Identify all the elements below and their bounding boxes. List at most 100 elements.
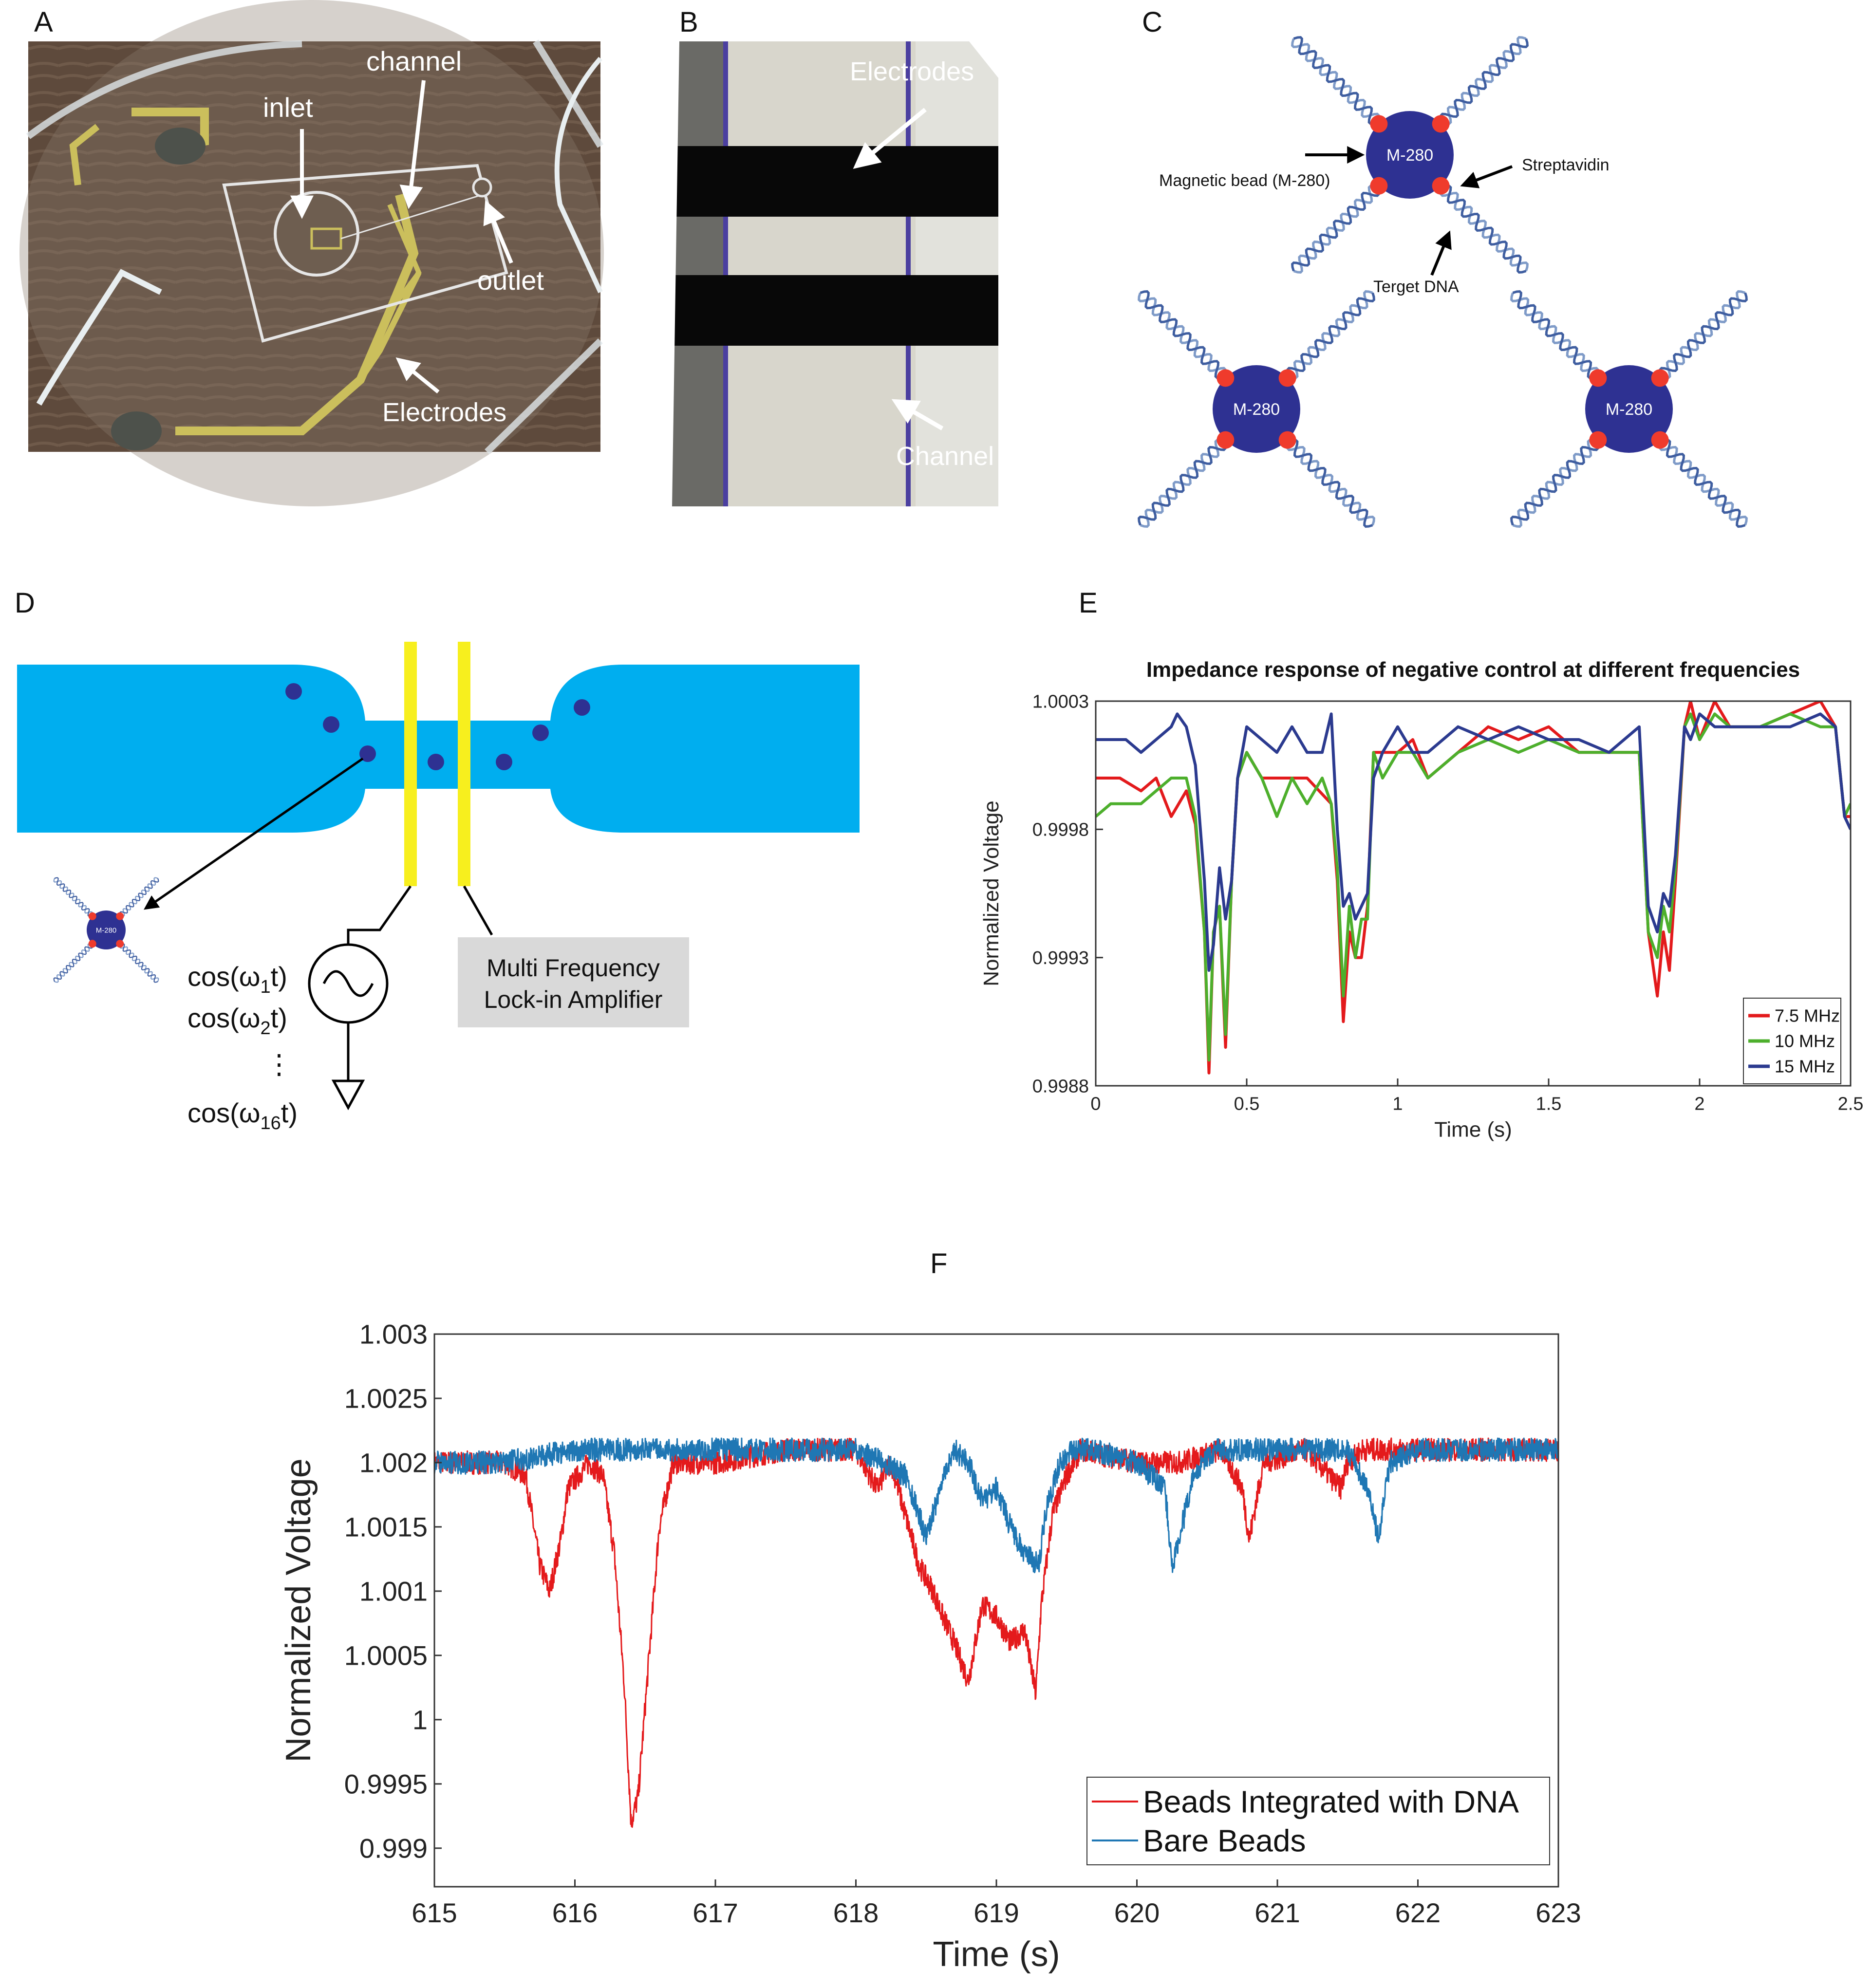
streptavidin-dot xyxy=(1589,369,1607,387)
signal-line-2: cos(ω2t) xyxy=(187,1003,287,1039)
dna-strand xyxy=(53,944,93,982)
streptavidin-dot xyxy=(1370,115,1388,133)
streptavidin-dot xyxy=(1432,177,1450,195)
y-tick-label: 0.9988 xyxy=(1032,1076,1089,1096)
signal-ellipsis: ⋮ xyxy=(265,1049,293,1079)
ac-source-icon xyxy=(308,943,389,1081)
magnetic-bead xyxy=(1585,365,1673,453)
bead-label: M-280 xyxy=(1386,146,1433,165)
panel-b: B Electrodes Channel xyxy=(672,6,998,506)
dna-strand xyxy=(1138,441,1227,526)
series-1 xyxy=(1096,712,1851,1062)
y-tick-label: 1.0015 xyxy=(344,1512,428,1542)
series-0 xyxy=(434,1437,1558,1828)
lock-in-amplifier-box: Multi Frequency Lock-in Amplifier xyxy=(458,937,689,1027)
panel-a: A inlet chan xyxy=(19,0,604,506)
panel-a-letter: A xyxy=(34,6,53,38)
x-tick-label: 615 xyxy=(412,1897,457,1928)
magnetic-bead xyxy=(87,910,126,949)
x-axis-label: Time (s) xyxy=(933,1935,1060,1974)
series-line xyxy=(434,1437,1558,1574)
series-0 xyxy=(1096,701,1851,1075)
target-dna-label: Terget DNA xyxy=(1373,278,1459,296)
x-tick-label: 617 xyxy=(693,1897,738,1928)
panel-e-letter: E xyxy=(1079,587,1098,619)
chart-title: Impedance response of negative control a… xyxy=(1146,658,1800,682)
x-tick-label: 0.5 xyxy=(1234,1094,1260,1114)
x-tick-label: 618 xyxy=(833,1897,879,1928)
chart-e: Impedance response of negative control a… xyxy=(979,658,1863,1141)
streptavidin-dot xyxy=(1278,431,1296,449)
series-line xyxy=(1096,701,1851,1075)
panel-c-letter: C xyxy=(1142,6,1162,38)
x-tick-label: 619 xyxy=(973,1897,1019,1928)
streptavidin-dot xyxy=(1651,431,1669,449)
x-tick-label: 2.5 xyxy=(1838,1094,1864,1114)
magnetic-bead-label: Magnetic bead (M-280) xyxy=(1159,171,1330,190)
channel-beads xyxy=(285,683,590,770)
bead-label: M-280 xyxy=(96,926,117,934)
panel-c-annotations: Magnetic bead (M-280) Streptavidin Terge… xyxy=(1159,146,1610,296)
streptavidin-dot xyxy=(1651,369,1669,387)
panel-d: D M-280 cos(ω1t) cos(ω2t) ⋮ xyxy=(15,587,860,1133)
electrodes-label-b: Electrodes xyxy=(850,57,974,86)
streptavidin-dot xyxy=(116,940,124,948)
x-tick-label: 0 xyxy=(1090,1094,1101,1114)
amplifier-line-2: Lock-in Amplifier xyxy=(484,986,663,1013)
y-tick-label: 1.0005 xyxy=(344,1640,428,1671)
dna-strand xyxy=(1442,185,1527,274)
streptavidin-dot xyxy=(1278,369,1296,387)
magnetic-bead xyxy=(1366,111,1454,199)
bead-label: M-280 xyxy=(1233,400,1280,419)
streptavidin-dot xyxy=(88,912,96,920)
panel-e: E Impedance response of negative control… xyxy=(979,587,1863,1141)
streptavidin-dot xyxy=(116,912,124,920)
y-tick-label: 0.9998 xyxy=(1032,820,1089,840)
channel-label-b: Channel xyxy=(896,442,994,471)
x-tick-label: 1 xyxy=(1392,1094,1403,1114)
inlet-label: inlet xyxy=(263,92,313,123)
series-2 xyxy=(1096,712,1851,972)
microfluidic-channel xyxy=(17,665,860,833)
dna-strand xyxy=(1659,292,1748,377)
bead-inset: M-280 xyxy=(53,877,159,983)
ground-icon xyxy=(331,1079,365,1111)
streptavidin-dot xyxy=(1432,115,1450,133)
legend-label: 10 MHz xyxy=(1775,1031,1835,1051)
streptavidin-dot xyxy=(1370,177,1388,195)
streptavidin-dot xyxy=(1217,431,1235,449)
micrograph xyxy=(672,41,998,506)
y-tick-label: 1.0025 xyxy=(344,1383,428,1414)
dna-strand xyxy=(1286,292,1375,377)
channel-label: channel xyxy=(366,46,462,76)
electrodes-label-a: Electrodes xyxy=(382,398,506,427)
legend-label: 15 MHz xyxy=(1775,1057,1835,1077)
x-tick-label: 621 xyxy=(1254,1897,1300,1928)
legend-label: Bare Beads xyxy=(1143,1823,1306,1858)
y-tick-label: 0.999 xyxy=(359,1833,428,1863)
x-axis-label: Time (s) xyxy=(1434,1117,1512,1141)
streptavidin-dot xyxy=(1589,431,1607,449)
panel-b-letter: B xyxy=(679,6,698,38)
dna-strand xyxy=(1512,290,1597,379)
x-tick-label: 1.5 xyxy=(1536,1094,1562,1114)
dna-strand xyxy=(1440,38,1529,123)
y-axis-label: Normalized Voltage xyxy=(279,1458,318,1762)
dna-strand xyxy=(119,878,159,916)
x-tick-label: 622 xyxy=(1395,1897,1441,1928)
x-tick-label: 623 xyxy=(1535,1897,1581,1928)
y-tick-label: 0.9993 xyxy=(1032,948,1089,968)
dna-strand xyxy=(1661,439,1746,528)
dna-strand xyxy=(1140,290,1224,379)
panel-f-letter: F xyxy=(930,1248,947,1280)
y-tick-label: 1.003 xyxy=(359,1319,428,1350)
legend-label: Beads Integrated with DNA xyxy=(1143,1784,1519,1819)
streptavidin-dot xyxy=(1217,369,1235,387)
panel-b-annotations: Electrodes Channel xyxy=(850,57,994,471)
outlet-label: outlet xyxy=(477,265,544,296)
legend: Beads Integrated with DNA Bare Beads xyxy=(1086,1777,1550,1865)
series-line xyxy=(1096,712,1851,1062)
